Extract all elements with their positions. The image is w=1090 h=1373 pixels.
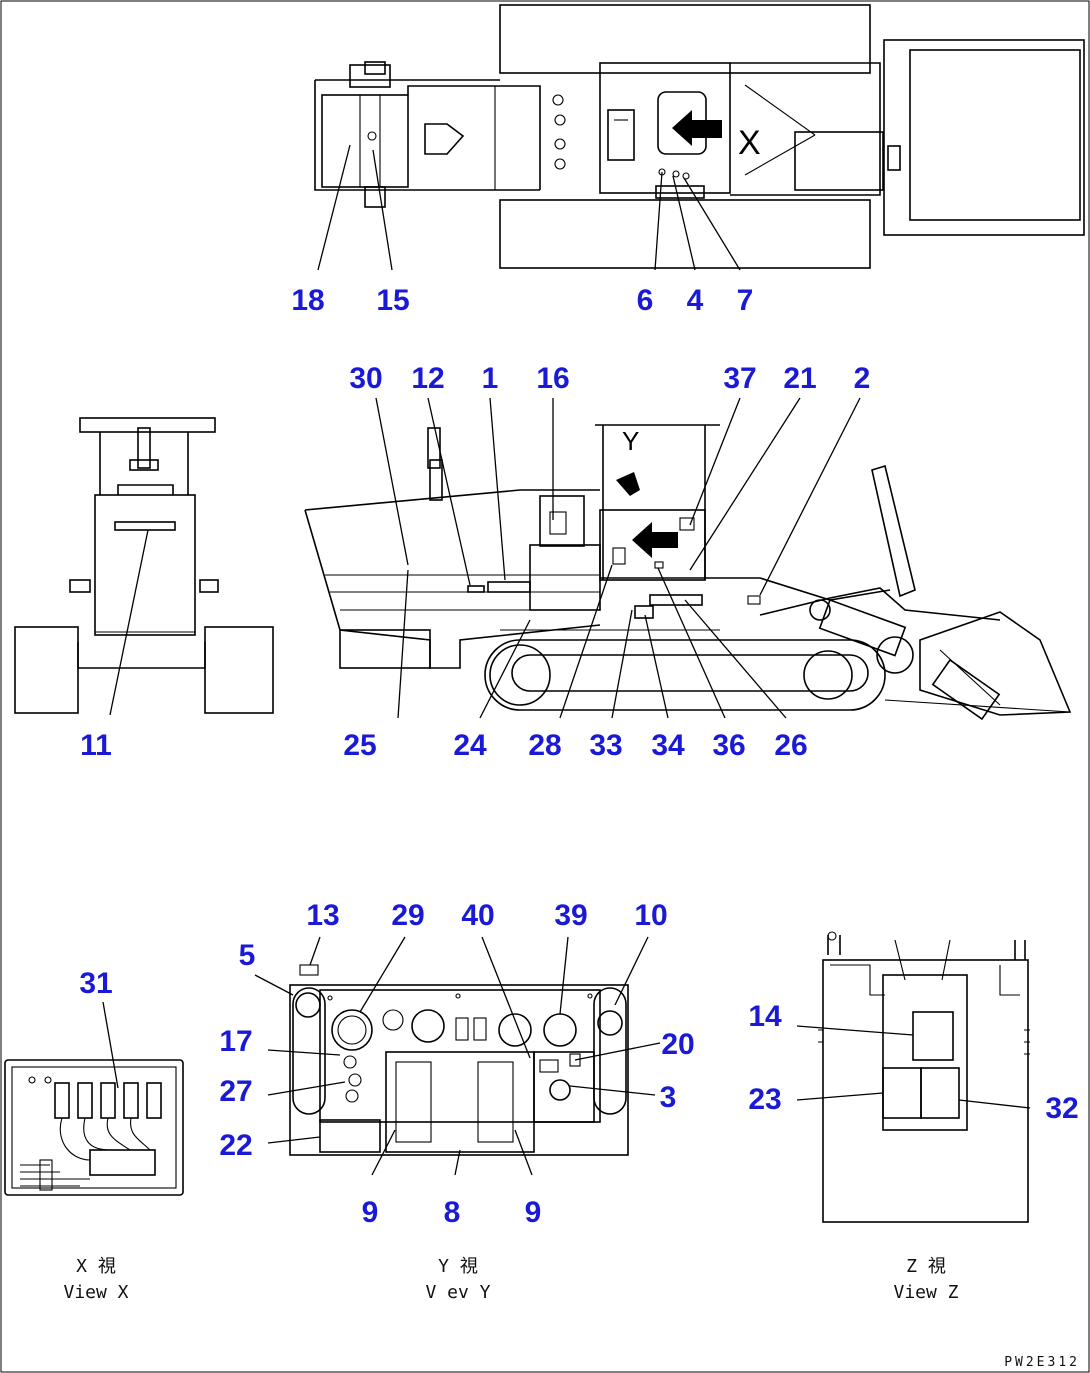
- callout-15: 15: [376, 284, 409, 317]
- callout-17: 17: [219, 1025, 252, 1058]
- callout-numbers: 18 15 6 4 7 30 12 1 16 37 21 2 11 25 24 …: [79, 284, 1078, 1229]
- callout-14: 14: [748, 1000, 782, 1033]
- view-x-caption-jp: X 視: [76, 1256, 116, 1277]
- callout-9-left: 9: [362, 1196, 379, 1229]
- view-x-caption: View X: [63, 1282, 128, 1303]
- callout-29: 29: [391, 899, 424, 932]
- callout-3: 3: [660, 1081, 677, 1114]
- cab-letter-x: X: [738, 124, 761, 162]
- callout-10: 10: [634, 899, 667, 932]
- front-view: [14, 417, 274, 714]
- callout-16: 16: [536, 362, 569, 395]
- callout-28: 28: [528, 729, 561, 762]
- callout-20: 20: [661, 1028, 694, 1061]
- callout-8: 8: [444, 1196, 461, 1229]
- callout-18: 18: [291, 284, 324, 317]
- callout-32: 32: [1045, 1092, 1078, 1125]
- callout-1: 1: [482, 362, 499, 395]
- view-y-caption-jp: Y 視: [438, 1256, 478, 1277]
- callout-33: 33: [589, 729, 622, 762]
- callout-22: 22: [219, 1129, 252, 1162]
- view-captions: X 視 View X Y 視 V ev Y Z 視 View Z: [63, 1256, 958, 1303]
- callout-34: 34: [651, 729, 685, 762]
- callout-13: 13: [306, 899, 339, 932]
- leader-11: [109, 529, 149, 716]
- callout-21: 21: [783, 362, 816, 395]
- view-z-caption-jp: Z 視: [906, 1256, 946, 1277]
- view-x-drawing: [4, 1059, 184, 1196]
- cab-letter-y: Y: [622, 426, 639, 456]
- top-plan-view: X: [314, 4, 1085, 269]
- callout-9-right: 9: [525, 1196, 542, 1229]
- callout-2: 2: [854, 362, 871, 395]
- side-view-leaders: [375, 397, 861, 719]
- view-y-caption: V ev Y: [425, 1282, 490, 1303]
- callout-4: 4: [687, 284, 704, 317]
- callout-12: 12: [411, 362, 444, 395]
- view-z-caption: View Z: [893, 1282, 958, 1303]
- callout-25: 25: [343, 729, 376, 762]
- drawing-code: PW2E312: [1004, 1355, 1080, 1370]
- view-y-leaders: [254, 936, 661, 1176]
- callout-7: 7: [737, 284, 754, 317]
- callout-11: 11: [80, 729, 112, 762]
- callout-40: 40: [461, 899, 494, 932]
- side-view: Y: [304, 424, 1072, 721]
- callout-23: 23: [748, 1083, 781, 1116]
- callout-5: 5: [239, 939, 256, 972]
- callout-30: 30: [349, 362, 382, 395]
- callout-24: 24: [453, 729, 487, 762]
- callout-39: 39: [554, 899, 587, 932]
- view-z-drawing: [818, 931, 1030, 1223]
- callout-36: 36: [712, 729, 745, 762]
- callout-37: 37: [723, 362, 756, 395]
- callout-27: 27: [219, 1075, 252, 1108]
- callout-6: 6: [637, 284, 654, 317]
- callout-26: 26: [774, 729, 807, 762]
- view-y-drawing: [289, 964, 629, 1156]
- view-z-leaders: [796, 1025, 1031, 1109]
- top-view-leaders: [317, 144, 741, 271]
- callout-31: 31: [79, 967, 112, 1000]
- leader-31: [102, 1001, 119, 1089]
